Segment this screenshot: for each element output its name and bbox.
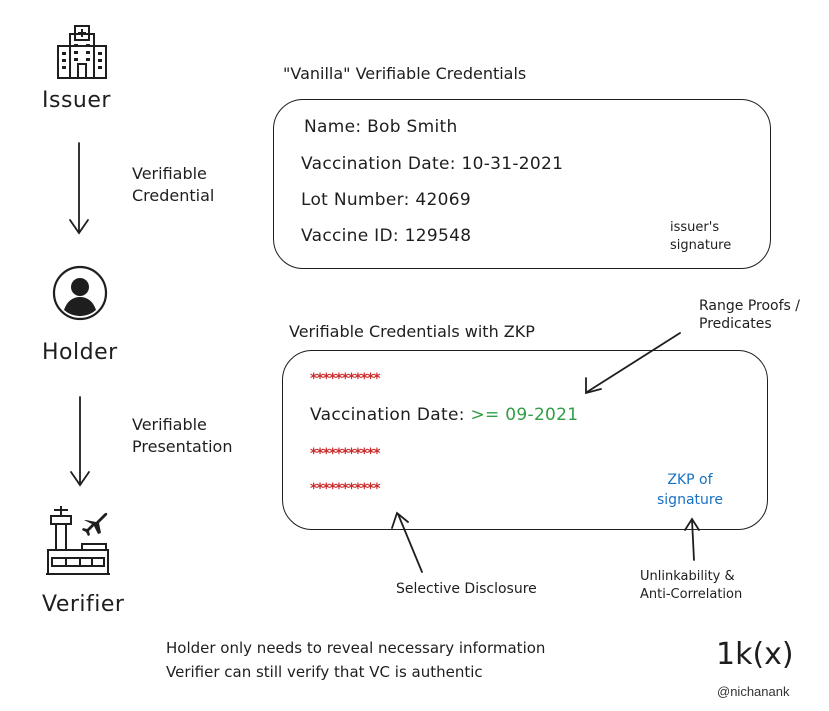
vanilla-field-lot: Lot Number: 42069 <box>301 190 471 210</box>
footer-notes: Holder only needs to reveal necessary in… <box>166 636 545 684</box>
zkp-date-predicate: >= 09-2021 <box>470 405 579 425</box>
brand-logo: 1k(x) <box>716 637 794 672</box>
note-holder: Holder only needs to reveal necessary in… <box>166 639 546 657</box>
issuer-label: Issuer <box>42 88 111 113</box>
verifier-label: Verifier <box>42 592 125 617</box>
vanilla-field-date: Vaccination Date: 10-31-2021 <box>301 154 564 174</box>
redacted-field-1: *********** <box>310 371 381 387</box>
arrow-selective-disclosure <box>397 513 423 573</box>
zkp-card-title: Verifiable Credentials with ZKP <box>289 322 535 341</box>
holder-label: Holder <box>42 340 118 365</box>
vanilla-card-title: "Vanilla" Verifiable Credentials <box>283 64 527 83</box>
vanilla-field-name: Name: Bob Smith <box>304 117 458 137</box>
note-verifier: Verifier can still verify that VC is aut… <box>166 663 483 681</box>
hospital-icon <box>57 25 107 79</box>
arrow-range-proofs <box>586 332 681 393</box>
zkp-signature: ZKP of signature <box>657 472 723 508</box>
zkp-date-label: Vaccination Date: <box>310 405 465 425</box>
step-verifiable-credential: Verifiable Credential <box>132 164 215 205</box>
selective-disclosure-annotation: Selective Disclosure <box>396 581 537 597</box>
vanilla-field-vaccine-id: Vaccine ID: 129548 <box>301 226 472 246</box>
vanilla-credential-card <box>273 99 771 269</box>
author-handle: @nichanank <box>717 684 790 699</box>
arrow-unlinkability <box>691 519 695 561</box>
zkp-credential-card <box>282 350 768 530</box>
redacted-field-3: *********** <box>310 481 381 497</box>
step-verifiable-presentation: Verifiable Presentation <box>132 415 233 456</box>
issuer-signature: issuer's signature <box>670 220 732 253</box>
redacted-field-2: *********** <box>310 446 381 462</box>
airport-icon <box>46 506 110 575</box>
unlinkability-annotation: Unlinkability & Anti-Correlation <box>640 569 743 602</box>
range-proofs-annotation: Range Proofs / Predicates <box>699 298 800 332</box>
user-avatar-icon <box>52 265 108 321</box>
zkp-date-row: Vaccination Date: >= 09-2021 <box>310 405 578 425</box>
